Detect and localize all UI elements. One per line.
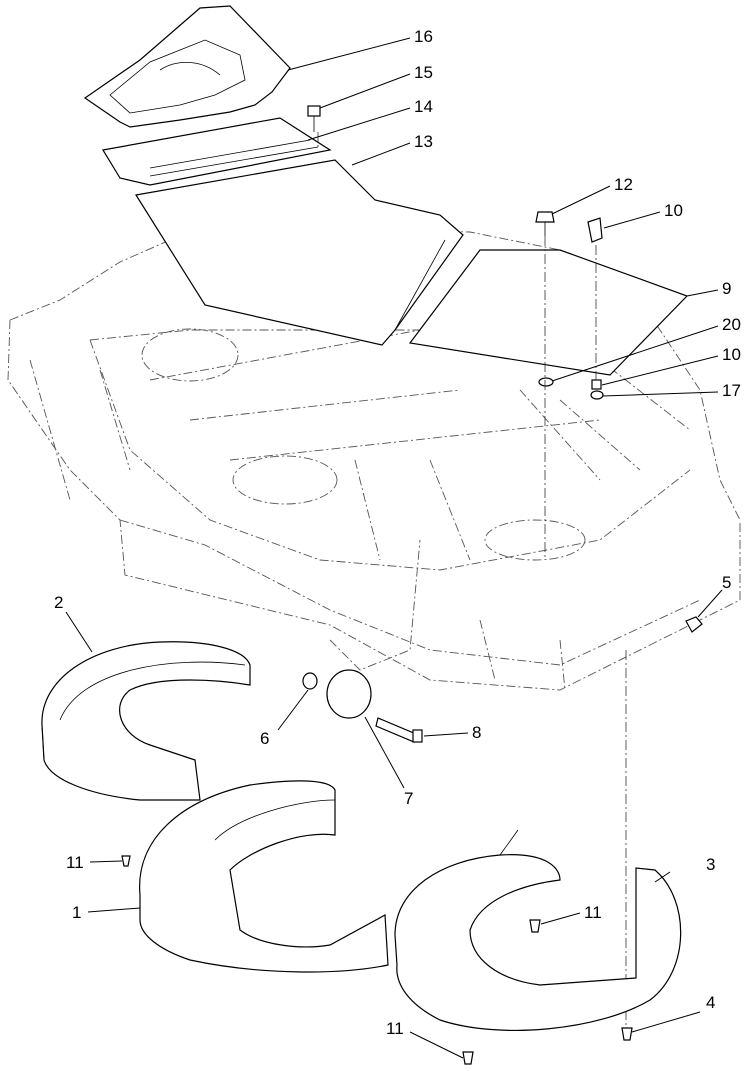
callout-numbers: 16 15 14 13 12 10 9 20 10 17 5 2 6 8 7 1… (54, 27, 741, 1038)
callout-20: 20 (722, 315, 741, 334)
callout-10-lower: 10 (722, 345, 741, 364)
part-2-baffle (41, 641, 251, 801)
callout-6: 6 (260, 729, 269, 748)
leader-lines (65, 37, 723, 1059)
part-1-baffle (139, 780, 389, 973)
part-13-shield (135, 159, 464, 346)
callout-10-upper: 10 (664, 201, 683, 220)
alignment-lines (317, 132, 627, 1028)
callout-16: 16 (414, 27, 433, 46)
part-3-baffle (394, 829, 682, 1031)
callout-15: 15 (414, 63, 433, 82)
callout-14: 14 (414, 97, 433, 116)
callout-11-left: 11 (66, 853, 84, 872)
callout-11-bottom: 11 (386, 1019, 404, 1038)
callout-11-mid: 11 (584, 903, 602, 922)
part-14-plate (102, 117, 332, 186)
hardware (121, 105, 703, 1065)
callout-8: 8 (472, 723, 481, 742)
callout-1: 1 (72, 903, 81, 922)
mower-deck-phantom (7, 227, 741, 691)
callout-5: 5 (722, 573, 731, 592)
callout-13: 13 (414, 132, 433, 151)
callout-17: 17 (722, 381, 741, 400)
callout-3: 3 (706, 855, 715, 874)
callout-7: 7 (404, 789, 413, 808)
callout-9: 9 (722, 279, 731, 298)
callout-4: 4 (706, 993, 715, 1012)
part-16-cover (83, 5, 291, 128)
callout-12: 12 (614, 175, 633, 194)
callout-2: 2 (54, 593, 63, 612)
part-9-shield (408, 249, 689, 376)
